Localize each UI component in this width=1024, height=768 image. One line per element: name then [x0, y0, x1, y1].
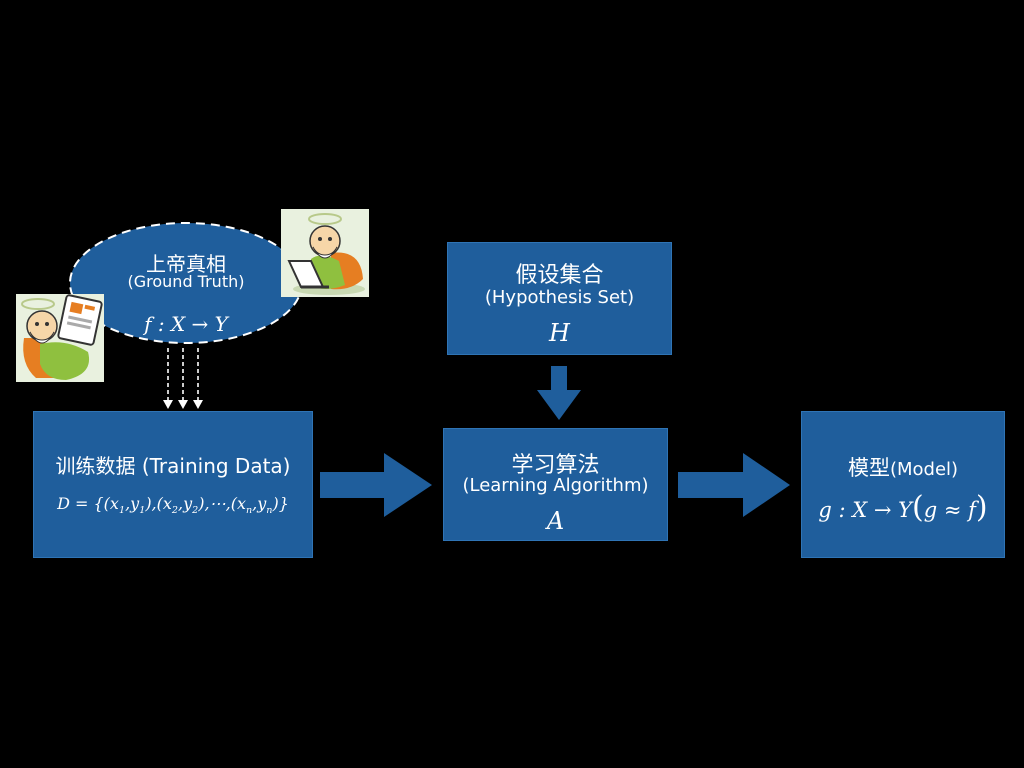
arrow-hypothesis-to-algorithm	[537, 366, 581, 420]
learning-algorithm-title: 学习算法	[511, 453, 600, 478]
ground-truth-node: 上帝真相 (Ground Truth) f : X → Y	[72, 228, 300, 340]
hypothesis-set-box: 假设集合 (Hypothesis Set) H	[447, 242, 672, 355]
training-data-formula: D = {(x1,y1),(x2,y2),⋯,(xn,yn)}	[57, 494, 289, 517]
god-tablet-icon	[16, 294, 104, 382]
hypothesis-set-title: 假设集合	[515, 263, 604, 288]
model-subtitle: (Model)	[889, 459, 959, 480]
model-box: 模型(Model) g : X → Y(g ≈ f)	[801, 411, 1005, 558]
model-title: 模型	[847, 456, 890, 480]
model-title-row: 模型(Model)	[802, 452, 1004, 482]
ground-truth-title: 上帝真相	[146, 252, 226, 276]
model-formula: g : X → Y(g ≈ f)	[818, 490, 988, 525]
arrow-training-to-algorithm	[320, 453, 432, 517]
training-data-box: 训练数据 (Training Data) D = {(x1,y1),(x2,y2…	[33, 411, 313, 558]
model-mapping: g : X → Y	[818, 498, 913, 522]
learning-algorithm-symbol: A	[546, 507, 565, 535]
ground-truth-subtitle: (Ground Truth)	[127, 272, 245, 291]
arrow-algorithm-to-model	[678, 453, 790, 517]
learning-algorithm-box: 学习算法 (Learning Algorithm) A	[443, 428, 668, 541]
learning-algorithm-subtitle: (Learning Algorithm)	[462, 475, 649, 496]
god-laptop-icon	[281, 209, 369, 297]
ground-truth-formula: f : X → Y	[144, 312, 228, 336]
model-approx: g ≈ f	[923, 498, 976, 522]
hypothesis-set-subtitle: (Hypothesis Set)	[484, 287, 635, 308]
training-data-title: 训练数据 (Training Data)	[55, 454, 291, 478]
hypothesis-set-symbol: H	[549, 319, 570, 347]
dashed-arrows	[167, 348, 199, 402]
formula-prefix: D = {(	[57, 494, 110, 513]
